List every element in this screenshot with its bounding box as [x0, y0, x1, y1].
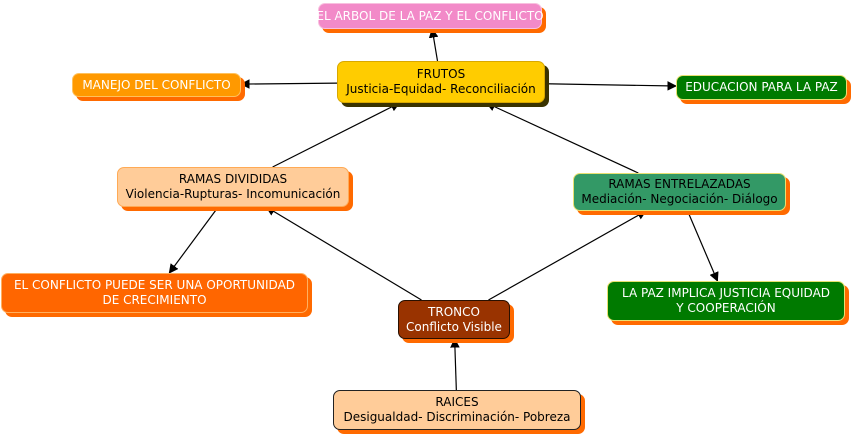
- node-educ-label: EDUCACION PARA LA PAZ: [685, 80, 838, 94]
- node-raices-detail: Desigualdad- Discriminación- Pobreza: [343, 410, 571, 424]
- arrow-tronco-to-entre: [488, 210, 647, 301]
- node-tronco-detail: Conflicto Visible: [406, 319, 502, 334]
- node-entre-detail: Mediación- Negociación- Diálogo: [581, 192, 778, 206]
- arrow-entre-to-paz: [687, 210, 719, 282]
- node-paz-line-1: LA PAZ IMPLICA JUSTICIA EQUIDAD: [621, 286, 831, 300]
- arrow-divid-to-oport: [168, 206, 219, 274]
- arrow-entre-to-frutos: [485, 102, 639, 174]
- arrow-frutos-to-title: [428, 28, 439, 62]
- node-paz-implica-justicia[interactable]: LA PAZ IMPLICA JUSTICIA EQUIDAD Y COOPER…: [607, 281, 845, 321]
- node-entre-heading: RAMAS ENTRELAZADAS: [608, 177, 751, 191]
- node-frutos[interactable]: FRUTOS Justicia-Equidad- Reconciliación: [337, 61, 545, 103]
- node-oport-line-2: DE CRECIMIENTO: [102, 293, 207, 307]
- node-manejo-label: MANEJO DEL CONFLICTO: [82, 77, 231, 92]
- node-raices-heading: RAICES: [435, 395, 479, 409]
- node-title[interactable]: EL ARBOL DE LA PAZ Y EL CONFLICTO: [316, 3, 544, 29]
- node-tronco-heading: TRONCO: [428, 304, 480, 319]
- node-oport-line-1: EL CONFLICTO PUEDE SER UNA OPORTUNIDAD: [13, 278, 296, 292]
- node-manejo-del-conflicto[interactable]: MANEJO DEL CONFLICTO: [72, 73, 241, 97]
- node-ramas-entrelazadas[interactable]: RAMAS ENTRELAZADAS Mediación- Negociació…: [573, 173, 786, 211]
- node-raices[interactable]: RAICES Desigualdad- Discriminación- Pobr…: [333, 390, 581, 430]
- arrow-divid-to-frutos: [272, 102, 401, 168]
- node-frutos-heading: FRUTOS: [416, 67, 466, 81]
- node-educacion-para-la-paz[interactable]: EDUCACION PARA LA PAZ: [676, 75, 847, 100]
- arrow-frutos-to-manejo: [240, 79, 338, 89]
- node-paz-line-2: Y COOPERACIÓN: [676, 301, 776, 315]
- arrow-frutos-to-educ: [544, 81, 677, 91]
- arrow-tronco-to-divid: [265, 206, 422, 301]
- node-divid-detail: Violencia-Rupturas- Incomunicación: [125, 187, 341, 201]
- node-title-line-1: EL ARBOL DE LA PAZ Y EL CONFLICTO: [316, 8, 544, 23]
- node-divid-heading: RAMAS DIVIDIDAS: [178, 172, 288, 186]
- node-tronco[interactable]: TRONCO Conflicto Visible: [398, 300, 510, 339]
- node-frutos-detail: Justicia-Equidad- Reconciliación: [346, 82, 536, 96]
- node-ramas-divididas[interactable]: RAMAS DIVIDIDAS Violencia-Rupturas- Inco…: [117, 167, 349, 207]
- arrow-raices-to-tronco: [450, 338, 460, 391]
- node-oportunidad-crecimiento[interactable]: EL CONFLICTO PUEDE SER UNA OPORTUNIDAD D…: [1, 273, 308, 313]
